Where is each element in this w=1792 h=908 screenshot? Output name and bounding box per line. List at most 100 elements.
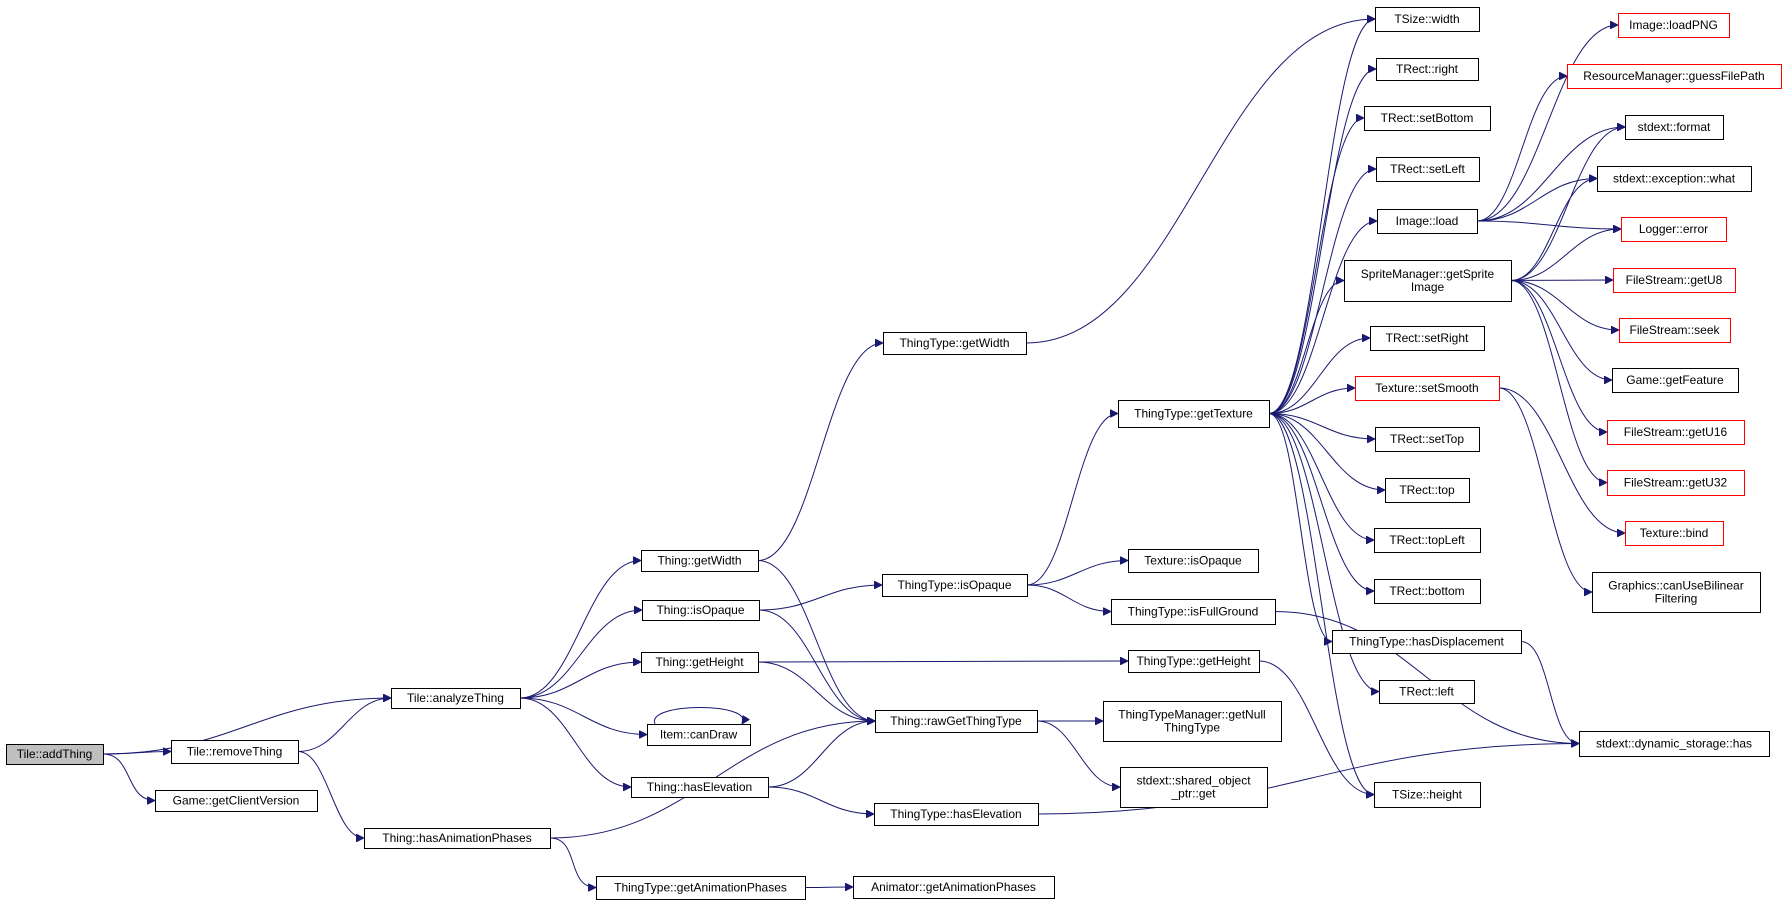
node-box[interactable] [1579, 731, 1770, 757]
node-tsize-width[interactable]: TSize::width [1375, 7, 1480, 32]
node-tt-get-height[interactable]: ThingType::getHeight [1128, 650, 1260, 673]
node-box[interactable] [1375, 427, 1480, 452]
node-box[interactable] [1613, 268, 1736, 293]
node-box[interactable] [155, 790, 318, 812]
node-can-draw[interactable]: Item::canDraw [647, 724, 751, 746]
node-box[interactable] [631, 777, 769, 798]
node-trect-set-bottom[interactable]: TRect::setBottom [1364, 106, 1491, 131]
node-tex-bind[interactable]: Texture::bind [1625, 521, 1724, 546]
node-box[interactable] [853, 876, 1055, 899]
node-trect-set-left[interactable]: TRect::setLeft [1376, 157, 1480, 182]
node-tt-get-width[interactable]: ThingType::getWidth [883, 332, 1027, 355]
node-box[interactable] [6, 744, 104, 765]
node-game-get-feature[interactable]: Game::getFeature [1612, 368, 1739, 393]
node-tt-is-full-ground[interactable]: ThingType::isFullGround [1111, 599, 1276, 625]
node-trect-set-top[interactable]: TRect::setTop [1375, 427, 1480, 452]
node-tt-has-displacement[interactable]: ThingType::hasDisplacement [1332, 630, 1522, 654]
node-box[interactable] [1619, 318, 1731, 343]
node-box[interactable] [641, 652, 759, 673]
node-box[interactable] [1385, 478, 1470, 503]
node-trect-top[interactable]: TRect::top [1385, 478, 1470, 503]
node-fs-get-u16[interactable]: FileStream::getU16 [1607, 420, 1745, 445]
node-fs-get-u8[interactable]: FileStream::getU8 [1613, 268, 1736, 293]
node-box[interactable] [1607, 470, 1745, 496]
node-box[interactable] [1370, 326, 1485, 351]
node-tt-get-animation-phases[interactable]: ThingType::getAnimationPhases [596, 876, 806, 900]
node-tex-is-opaque[interactable]: Texture::isOpaque [1128, 549, 1259, 573]
node-box[interactable] [883, 332, 1027, 355]
node-trect-left[interactable]: TRect::left [1379, 680, 1475, 704]
node-trect-top-left[interactable]: TRect::topLeft [1374, 528, 1481, 553]
node-box[interactable] [596, 876, 806, 900]
node-box[interactable] [1364, 106, 1491, 131]
node-box[interactable] [364, 828, 551, 849]
node-box[interactable] [1118, 400, 1270, 428]
node-dyn-storage-has[interactable]: stdext::dynamic_storage::has [1579, 731, 1770, 757]
node-box[interactable] [1375, 7, 1480, 32]
node-get-height[interactable]: Thing::getHeight [641, 652, 759, 673]
node-box[interactable] [1377, 209, 1478, 234]
node-image-load-png[interactable]: Image::loadPNG [1618, 13, 1730, 38]
node-is-opaque[interactable]: Thing::isOpaque [642, 600, 760, 621]
node-box[interactable] [642, 600, 760, 621]
node-has-elevation[interactable]: Thing::hasElevation [631, 777, 769, 798]
node-box[interactable] [1607, 420, 1745, 445]
node-box[interactable] [1374, 579, 1481, 604]
node-tex-set-smooth[interactable]: Texture::setSmooth [1355, 376, 1500, 401]
node-add-thing[interactable]: Tile::addThing [6, 744, 104, 765]
node-analyze-thing[interactable]: Tile::analyzeThing [391, 688, 521, 709]
node-remove-thing[interactable]: Tile::removeThing [171, 740, 299, 764]
node-get-width[interactable]: Thing::getWidth [641, 550, 759, 572]
node-exception-what[interactable]: stdext::exception::what [1597, 166, 1752, 192]
node-box[interactable] [1374, 782, 1481, 808]
node-box[interactable] [1625, 115, 1724, 140]
node-box[interactable] [1332, 630, 1522, 654]
node-box[interactable] [882, 574, 1028, 597]
node-box[interactable] [1376, 157, 1480, 182]
node-box[interactable] [1612, 368, 1739, 393]
node-shared-object-ptr-get[interactable]: stdext::shared_object_ptr::get [1120, 767, 1268, 808]
node-box[interactable] [1625, 521, 1724, 546]
node-box[interactable] [1379, 680, 1475, 704]
node-box[interactable] [1592, 572, 1761, 613]
node-has-animation-phases[interactable]: Thing::hasAnimationPhases [364, 828, 551, 849]
node-box[interactable] [641, 550, 759, 572]
node-box[interactable] [391, 688, 521, 709]
node-trect-set-right[interactable]: TRect::setRight [1370, 326, 1485, 351]
node-get-client-version[interactable]: Game::getClientVersion [155, 790, 318, 812]
node-box[interactable] [1567, 64, 1782, 89]
node-box[interactable] [1618, 13, 1730, 38]
node-box[interactable] [1128, 650, 1260, 673]
node-box[interactable] [1621, 217, 1727, 242]
node-box[interactable] [874, 803, 1039, 826]
node-trect-bottom[interactable]: TRect::bottom [1374, 579, 1481, 604]
node-box[interactable] [1376, 58, 1479, 81]
node-box[interactable] [875, 710, 1038, 733]
node-box[interactable] [1344, 260, 1512, 302]
node-raw-get-thing-type[interactable]: Thing::rawGetThingType [875, 710, 1038, 733]
node-box[interactable] [1120, 767, 1268, 808]
node-stdext-format[interactable]: stdext::format [1625, 115, 1724, 140]
node-logger-error[interactable]: Logger::error [1621, 217, 1727, 242]
node-image-load[interactable]: Image::load [1377, 209, 1478, 234]
node-tsize-height[interactable]: TSize::height [1374, 782, 1481, 808]
node-box[interactable] [1103, 701, 1282, 742]
node-box[interactable] [1355, 376, 1500, 401]
node-anim-get-animation-phases[interactable]: Animator::getAnimationPhases [853, 876, 1055, 899]
node-box[interactable] [1374, 528, 1481, 553]
node-box[interactable] [171, 740, 299, 764]
node-box[interactable] [647, 724, 751, 746]
node-box[interactable] [1597, 166, 1752, 192]
node-fs-get-u32[interactable]: FileStream::getU32 [1607, 470, 1745, 496]
node-fs-seek[interactable]: FileStream::seek [1619, 318, 1731, 343]
node-tt-get-texture[interactable]: ThingType::getTexture [1118, 400, 1270, 428]
node-box[interactable] [1128, 549, 1259, 573]
node-trect-right[interactable]: TRect::right [1376, 58, 1479, 81]
node-box[interactable] [1111, 599, 1276, 625]
node-tt-is-opaque[interactable]: ThingType::isOpaque [882, 574, 1028, 597]
node-tt-has-elevation[interactable]: ThingType::hasElevation [874, 803, 1039, 826]
node-guess-file-path[interactable]: ResourceManager::guessFilePath [1567, 64, 1782, 89]
